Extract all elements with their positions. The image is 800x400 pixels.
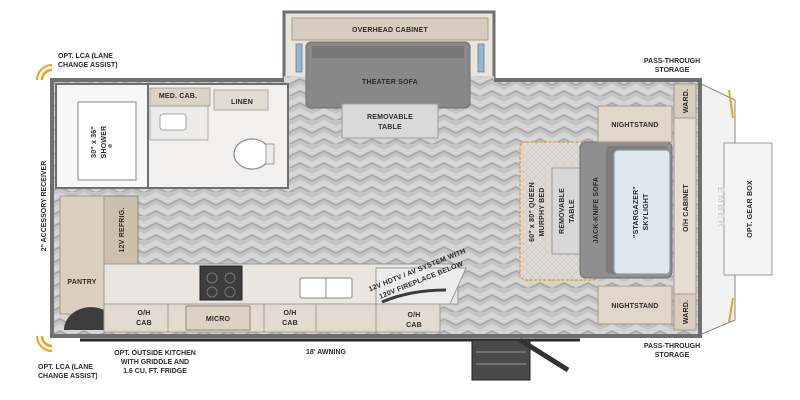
wardrobe-top bbox=[673, 83, 697, 119]
nightstand-top-label: NIGHTSTAND bbox=[611, 122, 658, 129]
murphy-bed-label: MURPHY BED bbox=[539, 188, 546, 237]
shower bbox=[77, 101, 137, 181]
removable-table-bed bbox=[551, 167, 583, 255]
brand-logo: EMBER bbox=[716, 187, 726, 229]
nightstand-top bbox=[597, 105, 673, 143]
oh-cab-3-label: CAB bbox=[406, 322, 422, 329]
jack-knife-sofa-label: JACK-KNIFE SOFA bbox=[593, 177, 600, 243]
outside-kitchen-label: OPT. OUTSIDE KITCHEN bbox=[114, 350, 196, 357]
wardrobe-bottom bbox=[673, 293, 697, 331]
nightstand-bottom bbox=[597, 285, 673, 325]
refrig-label: 12V REFRIG. bbox=[119, 208, 126, 253]
oh-cab-2-label: CAB bbox=[282, 320, 298, 327]
shower-label: 30" x 36" bbox=[91, 126, 98, 158]
gear-box bbox=[723, 142, 773, 276]
stove bbox=[199, 265, 243, 301]
awning-label: 18' AWNING bbox=[306, 349, 346, 356]
oh-cab-2-label: O/H bbox=[283, 310, 296, 317]
wifi-icon bbox=[40, 68, 53, 81]
entry-steps bbox=[471, 339, 531, 381]
micro-label: MICRO bbox=[206, 316, 231, 323]
pass-through-bottom-label: STORAGE bbox=[655, 352, 690, 359]
opt-lca-bottom-label: OPT. LCA (LANE bbox=[38, 364, 93, 371]
pass-through-top-label: PASS-THROUGH bbox=[644, 58, 700, 65]
ward-top-label: WARD. bbox=[683, 89, 690, 113]
outside-kitchen-label: 1.6 CU. FT. FRIDGE bbox=[123, 368, 187, 375]
bedroom bbox=[519, 83, 697, 331]
linen-cabinet bbox=[213, 89, 269, 111]
wifi-icon bbox=[40, 335, 53, 348]
removable-table-bed-label: TABLE bbox=[569, 199, 576, 223]
stargazer-skylight bbox=[613, 149, 671, 275]
toilet bbox=[233, 138, 271, 170]
shower-label: SHOWER bbox=[101, 126, 108, 159]
opt-lca-bottom-label: CHANGE ASSIST) bbox=[38, 373, 98, 380]
refrig-pantry bbox=[59, 195, 139, 330]
stargazer-label: "STARGAZER" bbox=[633, 186, 640, 238]
wifi-icon bbox=[36, 335, 53, 352]
opt-gear-box-label: OPT. GEAR BOX bbox=[747, 180, 754, 238]
removable-table-top-label: TABLE bbox=[378, 124, 402, 131]
stargazer-label: SKYLIGHT bbox=[643, 193, 650, 231]
oh-cab-1-label: O/H bbox=[137, 310, 150, 317]
front-hitch-area bbox=[696, 81, 773, 337]
oh-cab-3-label: O/H bbox=[407, 312, 420, 319]
pass-through-top-label: STORAGE bbox=[655, 67, 690, 74]
removable-table-top bbox=[341, 103, 439, 139]
outside-kitchen-label: WITH GRIDDLE AND bbox=[121, 359, 189, 366]
pantry-label: PANTRY bbox=[67, 279, 96, 286]
theater-sofa-slide bbox=[291, 17, 489, 139]
removable-table-bed-label: REMOVABLE bbox=[559, 188, 566, 234]
lca-sensors bbox=[36, 64, 53, 352]
theater-sofa-label: THEATER SOFA bbox=[362, 79, 418, 86]
removable-table-top-label: REMOVABLE bbox=[367, 114, 413, 121]
nightstand-bottom-label: NIGHTSTAND bbox=[611, 303, 658, 310]
kitchen-counter bbox=[103, 263, 467, 333]
overhead-cabinet-label: OVERHEAD CABINET bbox=[352, 27, 428, 34]
ward-bottom-label: WARD. bbox=[683, 300, 690, 324]
accessory-receiver-label: 2" ACCESSORY RECEIVER bbox=[41, 161, 48, 252]
linen-label: LINEN bbox=[231, 99, 253, 106]
pantry bbox=[59, 195, 105, 315]
opt-lca-top-label: CHANGE ASSIST) bbox=[58, 62, 118, 69]
oh-cab-1-label: CAB bbox=[136, 320, 152, 327]
pass-through-bottom-label: PASS-THROUGH bbox=[644, 343, 700, 350]
awning-steps bbox=[80, 337, 580, 381]
microwave bbox=[185, 305, 251, 331]
opt-lca-top-label: OPT. LCA (LANE bbox=[58, 53, 113, 60]
med-cab-label: MED. CAB. bbox=[159, 93, 197, 100]
murphy-bed-label: 60" x 80" QUEEN bbox=[529, 182, 536, 242]
oh-cabinet-front-label: O/H CABINET bbox=[683, 184, 690, 232]
bathroom bbox=[55, 83, 289, 189]
wifi-icon bbox=[36, 64, 53, 81]
